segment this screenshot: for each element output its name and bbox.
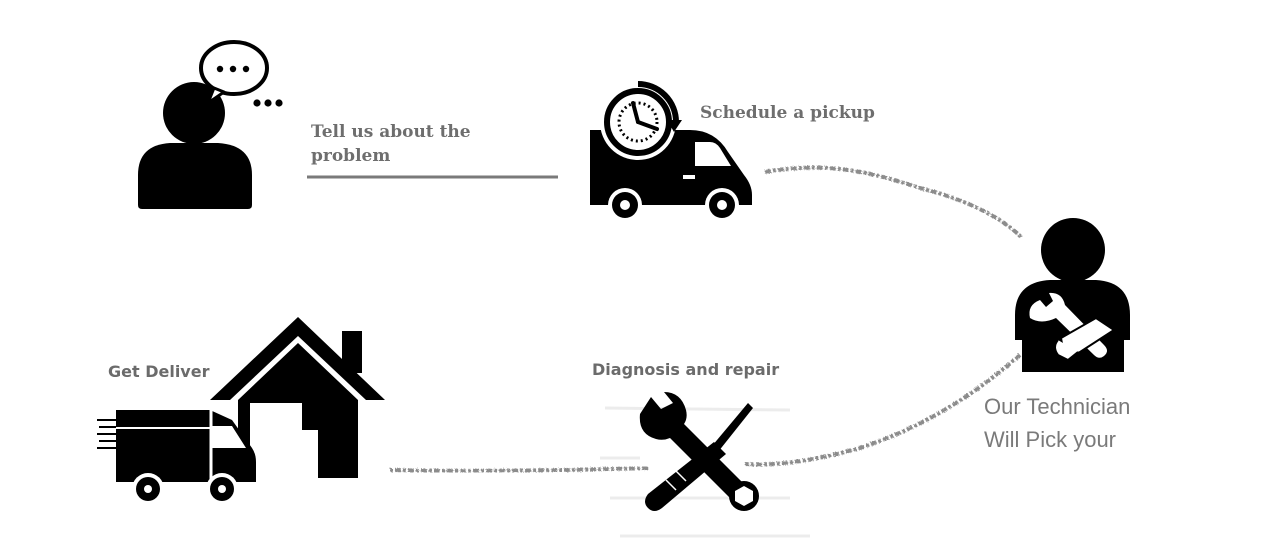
repair-faint-lines bbox=[600, 406, 810, 538]
technician-label-line1: Our Technician bbox=[984, 394, 1131, 419]
technician-wrench-icon bbox=[1015, 218, 1130, 372]
repair-label: Diagnosis and repair bbox=[592, 360, 780, 379]
wrench-screwdriver-icon bbox=[639, 392, 759, 511]
schedule-label: Schedule a pickup bbox=[700, 103, 875, 123]
tell-label-line2: problem bbox=[311, 146, 391, 166]
person-speech-bubble-icon bbox=[138, 40, 283, 209]
path-schedule-to-technician bbox=[764, 165, 1024, 240]
van-clock-icon bbox=[590, 81, 752, 222]
technician-label-line2: Will Pick your bbox=[984, 427, 1117, 452]
tell-label: Tell us about the problem bbox=[311, 120, 471, 168]
path-repair-to-deliver bbox=[389, 466, 649, 473]
path-technician-to-repair bbox=[744, 353, 1022, 467]
deliver-label: Get Deliver bbox=[108, 362, 210, 381]
tell-label-line1: Tell us about the bbox=[311, 122, 471, 142]
technician-label: Our Technician Will Pick your bbox=[984, 390, 1130, 456]
delivery-van-house-icon bbox=[97, 317, 385, 505]
